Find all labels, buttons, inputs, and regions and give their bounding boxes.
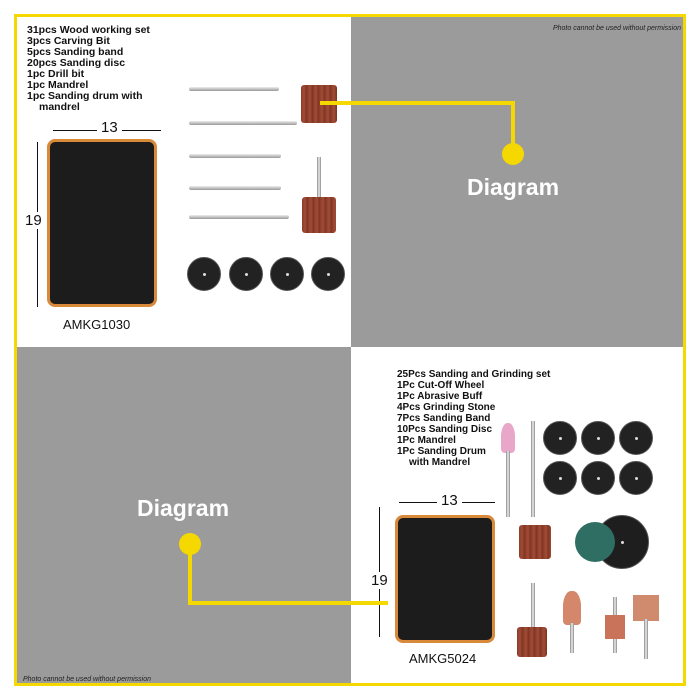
grinding-stone-shaft	[506, 451, 510, 517]
spec-item: 7Pcs Sanding Band	[397, 413, 491, 424]
panel-wood-working-set: 31pcs Wood working set 3pcs Carving Bit …	[17, 17, 351, 347]
diagram-label: Diagram	[137, 495, 230, 521]
panel-diagram-top: Photo cannot be used without permission …	[351, 17, 683, 347]
mandrel-image	[531, 421, 535, 517]
connector-line	[511, 101, 515, 151]
spec-item: 1pc Mandrel	[27, 79, 89, 91]
spec-item: 1Pc Cut-Off Wheel	[397, 380, 485, 391]
sanding-disc-image	[581, 421, 615, 455]
connector-line	[188, 543, 192, 603]
mandrel-image	[189, 215, 289, 219]
spec-item: mandrel	[39, 101, 80, 113]
sanding-drum-image	[517, 627, 547, 657]
spec-title: 25Pcs Sanding and Grinding set	[397, 369, 551, 380]
spec-title: 31pcs Wood working set	[27, 24, 150, 36]
abrasive-buff-image	[575, 522, 615, 562]
connector-dot	[502, 143, 524, 165]
permission-note: Photo cannot be used without permission	[552, 25, 681, 32]
carving-bit-image	[189, 154, 281, 158]
sanding-disc-image	[187, 257, 221, 291]
drum-shaft-image	[317, 157, 321, 207]
connector-line	[320, 101, 514, 105]
panel-diagram-bottom: Diagram Photo cannot be used without per…	[17, 347, 351, 683]
grinding-stone-image	[563, 591, 581, 625]
sanding-band-image	[519, 525, 551, 559]
mandrel-shaft-image	[531, 583, 535, 643]
spec-item: 1pc Sanding drum with	[27, 90, 143, 102]
grinding-set-spec-list: 25Pcs Sanding and Grinding set 1Pc Cut-O…	[397, 369, 550, 468]
sanding-disc-image	[543, 461, 577, 495]
sanding-disc-image	[619, 461, 653, 495]
grinding-stone-shaft	[570, 623, 574, 653]
grinding-stone-image	[633, 595, 659, 621]
sanding-disc-image	[229, 257, 263, 291]
spec-item: 10Pcs Sanding Disc	[397, 424, 493, 435]
wood-set-spec-list: 31pcs Wood working set 3pcs Carving Bit …	[27, 25, 150, 113]
diagram-label: Diagram	[467, 174, 560, 200]
model-number: AMKG5024	[409, 651, 477, 666]
model-number: AMKG1030	[63, 317, 131, 332]
storage-case-image	[395, 515, 495, 643]
spec-item: 1Pc Sanding Drum	[397, 446, 486, 457]
carving-bit-image	[189, 186, 281, 190]
grinding-stone-image	[605, 615, 625, 639]
panel-sanding-grinding-set: 25Pcs Sanding and Grinding set 1Pc Cut-O…	[351, 347, 683, 683]
sanding-disc-image	[619, 421, 653, 455]
height-label: 19	[25, 212, 42, 229]
spec-item: 4Pcs Grinding Stone	[397, 402, 496, 413]
permission-note: Photo cannot be used without permission	[23, 676, 152, 683]
spec-item: 3pcs Carving Bit	[27, 35, 110, 47]
spec-item: 20pcs Sanding disc	[27, 57, 126, 69]
spec-item: 1Pc Mandrel	[397, 435, 456, 446]
spec-item: 1Pc Abrasive Buff	[397, 391, 483, 402]
sanding-drum-image	[302, 197, 336, 233]
sanding-disc-image	[581, 461, 615, 495]
product-frame: 31pcs Wood working set 3pcs Carving Bit …	[14, 14, 686, 686]
spec-item: 5pcs Sanding band	[27, 46, 124, 58]
sanding-disc-image	[543, 421, 577, 455]
sanding-disc-image	[270, 257, 304, 291]
width-label: 13	[97, 119, 122, 136]
width-label: 13	[437, 492, 462, 509]
grinding-stone-image	[501, 423, 515, 453]
storage-case-image	[47, 139, 157, 307]
connector-line	[188, 601, 388, 605]
sanding-disc-image	[311, 257, 345, 291]
spec-item: 1pc Drill bit	[27, 68, 85, 80]
carving-bit-image	[189, 87, 279, 91]
spec-item: with Mandrel	[409, 457, 471, 468]
height-label: 19	[371, 572, 388, 589]
drill-bit-image	[189, 121, 297, 125]
grinding-stone-shaft	[644, 619, 648, 659]
